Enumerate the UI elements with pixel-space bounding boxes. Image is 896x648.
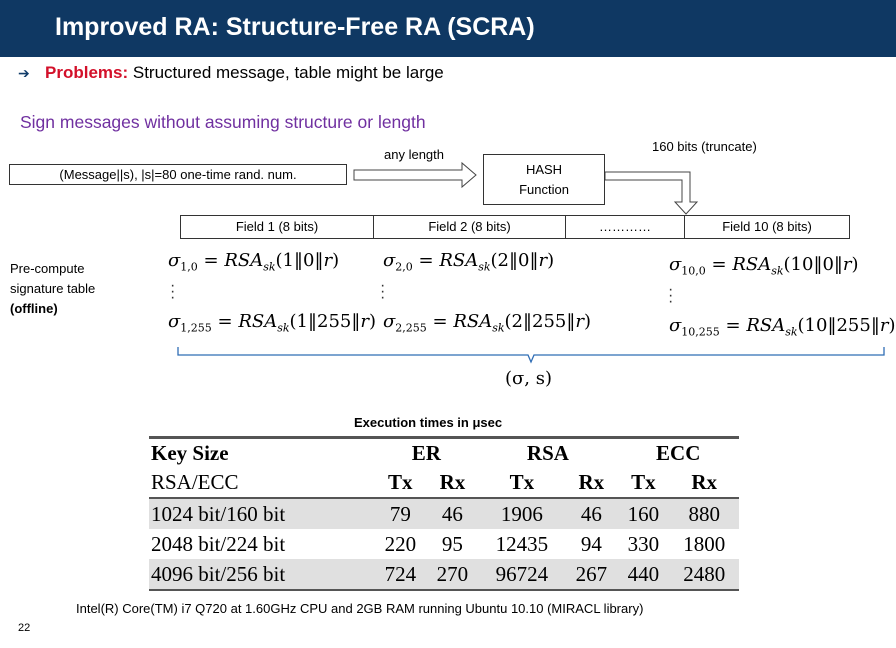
arrow-hash-to-fields bbox=[604, 171, 699, 215]
sigma-s-output: (σ, s) bbox=[505, 368, 553, 389]
table-cell: 46 bbox=[426, 497, 479, 529]
header-er: ER bbox=[374, 436, 479, 467]
hash-line-2: Function bbox=[519, 182, 569, 197]
table-cell: 1906 bbox=[478, 497, 566, 529]
header-ecc: ECC bbox=[617, 436, 739, 467]
any-length-label: any length bbox=[384, 147, 444, 162]
vdots-icon: ··· bbox=[380, 277, 386, 306]
header-rx: Rx bbox=[426, 467, 479, 499]
table-cell: 2480 bbox=[669, 559, 739, 591]
table-cell: 2048 bit/224 bit bbox=[151, 531, 286, 556]
header-rsa: RSA bbox=[478, 436, 618, 467]
table-cell: 440 bbox=[617, 559, 670, 591]
field-1: Field 1 (8 bits) bbox=[181, 216, 374, 238]
table-header-row-1: Key Size ER RSA ECC bbox=[149, 436, 739, 467]
table-cell: 160 bbox=[617, 497, 670, 529]
page-number: 22 bbox=[18, 622, 31, 634]
field-ellipsis: ………… bbox=[566, 216, 685, 238]
table-cell: 1024 bit/160 bit bbox=[149, 497, 375, 529]
table-cell: 220 bbox=[384, 531, 417, 556]
precompute-line-2: signature table bbox=[10, 281, 96, 296]
slide-title: Improved RA: Structure-Free RA (SCRA) bbox=[55, 13, 535, 41]
header-tx: Tx bbox=[374, 467, 427, 499]
hash-line-1: HASH bbox=[525, 162, 563, 177]
table-cell: 79 bbox=[374, 497, 427, 529]
header-tx: Tx bbox=[478, 467, 566, 499]
field-2: Field 2 (8 bits) bbox=[374, 216, 566, 238]
header-tx: Tx bbox=[617, 467, 670, 499]
arrow-to-hash bbox=[353, 161, 477, 189]
problems-text: Structured message, table might be large bbox=[132, 63, 444, 82]
table-title: Execution times in μsec bbox=[354, 415, 503, 430]
hash-function-box: HASH Function bbox=[483, 154, 605, 205]
table-cell: 330 bbox=[627, 531, 660, 556]
table-cell: 267 bbox=[565, 559, 618, 591]
message-box: (Message||s), |s|=80 one-time rand. num. bbox=[9, 164, 347, 185]
precompute-line-3: (offline) bbox=[10, 301, 58, 316]
formula-sigma-1-255: σ1,255 = RSAsk(1‖255‖r) bbox=[168, 311, 377, 335]
table-cell: 96724 bbox=[478, 559, 566, 591]
formula-sigma-2-255: σ2,255 = RSAsk(2‖255‖r) bbox=[383, 311, 592, 335]
table-header-row-2: RSA/ECC Tx Rx Tx Rx Tx Rx bbox=[149, 467, 739, 499]
table-row: 2048 bit/224 bit 220 95 12435 94 330 180… bbox=[149, 529, 739, 559]
precompute-line-1: Pre-compute bbox=[10, 261, 85, 276]
header-rx: Rx bbox=[565, 467, 618, 499]
table-cell: 880 bbox=[669, 497, 739, 529]
table-cell: 95 bbox=[441, 531, 463, 556]
header-rsa-ecc: RSA/ECC bbox=[149, 467, 375, 499]
formula-sigma-10-255: σ10,255 = RSAsk(10‖255‖r) bbox=[669, 315, 896, 339]
table-cell: 270 bbox=[426, 559, 479, 591]
table-row: 1024 bit/160 bit 79 46 1906 46 160 880 bbox=[149, 497, 739, 529]
vdots-icon: ··· bbox=[170, 277, 176, 306]
bits-label: 160 bits (truncate) bbox=[652, 139, 757, 154]
execution-times-table: Key Size ER RSA ECC RSA/ECC Tx Rx Tx Rx … bbox=[149, 436, 739, 591]
table-cell: 12435 bbox=[495, 531, 549, 556]
fields-row: Field 1 (8 bits) Field 2 (8 bits) ………… F… bbox=[180, 215, 850, 239]
header-key-size: Key Size bbox=[149, 436, 375, 467]
field-10: Field 10 (8 bits) bbox=[722, 219, 812, 234]
problems-label: Problems: bbox=[45, 63, 129, 82]
arrow-bullet-icon: ➔ bbox=[18, 65, 30, 81]
table-row: 4096 bit/256 bit 724 270 96724 267 440 2… bbox=[149, 559, 739, 591]
table-cell: 94 bbox=[580, 531, 602, 556]
table-cell: 724 bbox=[374, 559, 427, 591]
brace bbox=[177, 347, 885, 364]
header-rx: Rx bbox=[669, 467, 739, 499]
problems-bullet: Problems: Structured message, table migh… bbox=[45, 63, 444, 83]
table-cell: 4096 bit/256 bit bbox=[149, 559, 375, 591]
formula-sigma-1-0: σ1,0 = RSAsk(1‖0‖r) bbox=[168, 250, 340, 274]
precompute-label: Pre-compute signature table (offline) bbox=[10, 259, 95, 319]
table-cell: 1800 bbox=[683, 531, 726, 556]
vdots-icon: ··· bbox=[668, 281, 674, 310]
subtitle: Sign messages without assuming structure… bbox=[20, 112, 426, 132]
table-cell: 46 bbox=[565, 497, 618, 529]
formula-sigma-2-0: σ2,0 = RSAsk(2‖0‖r) bbox=[383, 250, 555, 274]
formula-sigma-10-0: σ10,0 = RSAsk(10‖0‖r) bbox=[669, 254, 859, 278]
footnote: Intel(R) Core(TM) i7 Q720 at 1.60GHz CPU… bbox=[76, 601, 644, 616]
title-bar bbox=[0, 0, 896, 57]
